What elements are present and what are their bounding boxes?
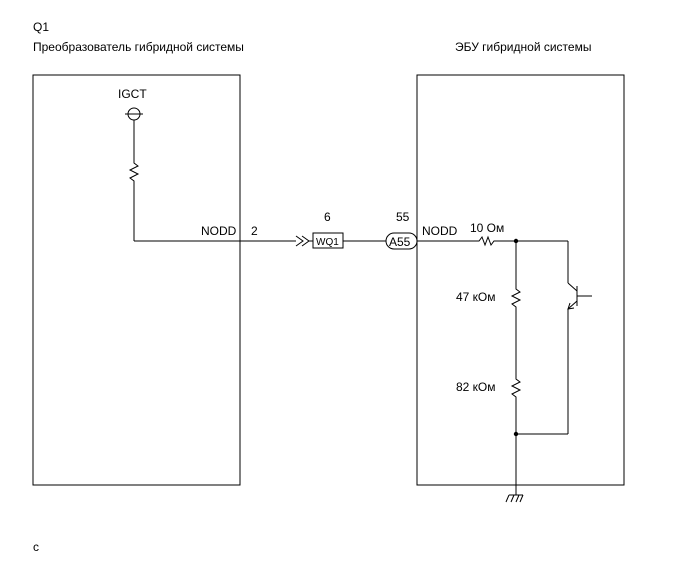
igct-label: IGCT bbox=[118, 87, 147, 101]
inverter-signal-name: NODD bbox=[201, 224, 237, 238]
component-id: Q1 bbox=[33, 20, 49, 34]
resistor-47k-icon bbox=[510, 286, 522, 310]
corner-mark: c bbox=[33, 540, 39, 554]
inverter-pin-number: 2 bbox=[251, 224, 258, 238]
right-box-title: ЭБУ гибридной системы bbox=[455, 40, 591, 54]
ecu-box bbox=[416, 74, 625, 486]
left-box-title: Преобразователь гибридной системы bbox=[33, 40, 244, 54]
ecu-pin-number: 55 bbox=[396, 210, 410, 224]
inverter-box bbox=[32, 74, 241, 486]
resistor-82k-icon bbox=[510, 376, 522, 400]
ecu-signal-name: NODD bbox=[422, 224, 458, 238]
transistor-icon bbox=[567, 241, 592, 434]
resistor-10-label: 10 Ом bbox=[470, 221, 504, 235]
resistor-47k-label: 47 кОм bbox=[456, 290, 496, 304]
resistor-10-icon bbox=[476, 235, 497, 247]
junction-connector-label: WQ1 bbox=[316, 237, 339, 248]
junction-pin-number: 6 bbox=[324, 210, 331, 224]
resistor-82k-label: 82 кОм bbox=[456, 380, 496, 394]
pullup-resistor-icon bbox=[128, 160, 140, 184]
ecu-connector-label: A55 bbox=[389, 235, 411, 249]
ground-icon bbox=[505, 494, 524, 503]
connector-chevron-icon bbox=[295, 235, 304, 247]
